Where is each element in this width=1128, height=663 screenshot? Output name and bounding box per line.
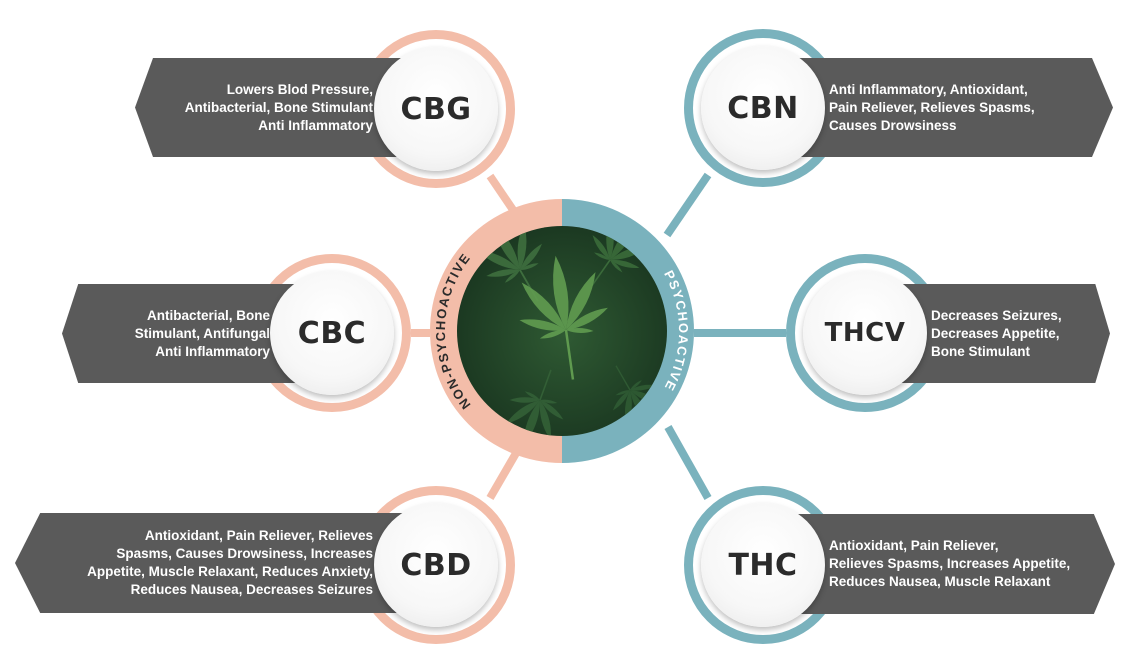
effects-banner-cbd: Antioxidant, Pain Reliever, Relieves Spa…	[15, 513, 435, 613]
effects-text-cbg: Lowers Blod Pressure, Antibacterial, Bon…	[184, 81, 373, 133]
cannabinoid-name-cbd: CBD	[400, 547, 472, 583]
effects-text-cbd: Antioxidant, Pain Reliever, Relieves Spa…	[87, 528, 373, 597]
connector-cbn	[663, 172, 712, 238]
non-psychoactive-ring	[430, 199, 562, 463]
badge-cbn: CBN	[701, 46, 825, 170]
effects-text-cbc: Antibacterial, Bone Stimulant, Antifunga…	[134, 307, 270, 359]
cannabinoid-name-cbc: CBC	[297, 315, 367, 351]
badge-cbg: CBG	[374, 47, 498, 171]
cannabinoid-name-cbg: CBG	[400, 91, 472, 127]
effects-text-thc: Antioxidant, Pain Reliever, Relieves Spa…	[829, 538, 1071, 589]
effects-text-cbn: Anti Inflammatory, Antioxidant, Pain Rel…	[829, 81, 1035, 133]
effects-text-thcv: Decreases Seizures, Decreases Appetite, …	[931, 307, 1062, 359]
badge-cbc: CBC	[270, 271, 394, 395]
cannabinoid-name-thcv: THCV	[824, 318, 906, 348]
effects-banner-cbn: Anti Inflammatory, Antioxidant, Pain Rel…	[763, 58, 1113, 157]
psychoactive-ring	[562, 199, 694, 463]
cannabinoid-name-cbn: CBN	[727, 90, 799, 126]
connector-thc	[664, 425, 712, 500]
badge-thcv: THCV	[803, 271, 927, 395]
cannabinoid-name-thc: THC	[728, 547, 798, 583]
badge-thc: THC	[701, 503, 825, 627]
badge-cbd: CBD	[374, 503, 498, 627]
center-hub: NON-PSYCHOACTIVE PSYCHOACTIVE	[430, 199, 694, 463]
